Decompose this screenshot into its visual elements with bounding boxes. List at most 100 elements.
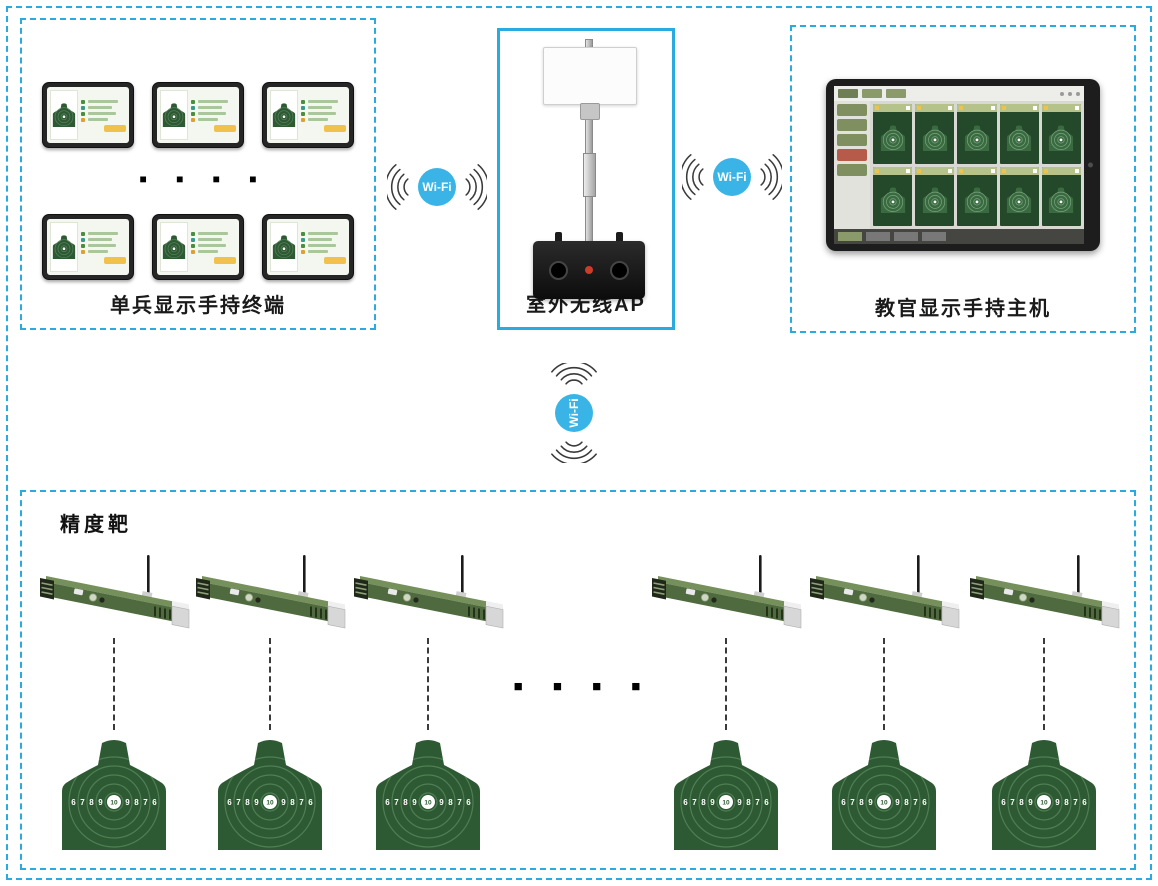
wifi-icon: Wi-Fi [555, 394, 593, 432]
stat-row [190, 117, 236, 122]
mini-target-icon [162, 103, 186, 127]
ring-number: 8 [89, 798, 94, 807]
target-card-header [1041, 104, 1081, 112]
ap-knob [610, 261, 629, 280]
continuation-dots: ■ ■ ■ ■ [513, 678, 641, 695]
wifi-waves-icon [551, 363, 597, 385]
target-card-body [1042, 112, 1081, 164]
precision-target-controller [194, 552, 346, 632]
stat-row [80, 111, 126, 116]
ring-number: 7 [850, 798, 855, 807]
antenna-icon [759, 555, 762, 599]
target-lane-4: 6 7 8 9 9 8 7 6 10 [650, 552, 802, 850]
ring-number: 6 [71, 798, 76, 807]
precision-target-controller [352, 552, 504, 632]
connector-dashed-line [883, 638, 885, 730]
chest-target-graphic: 6 7 8 9 9 8 7 6 10 [62, 740, 166, 850]
ap-base-unit [533, 232, 645, 299]
screen-sidebar [834, 101, 870, 229]
chest-target-graphic: 6 7 8 9 9 8 7 6 10 [376, 740, 480, 850]
instructor-host-group: 教官显示手持主机 [790, 25, 1136, 333]
terminal-stat-list [300, 90, 346, 140]
ring-number: 6 [466, 798, 471, 807]
bullseye-number: 10 [110, 800, 118, 807]
mini-target-icon [922, 125, 947, 151]
wifi-label: Wi-Fi [567, 398, 581, 428]
soldier-box-label: 单兵显示手持终端 [110, 295, 286, 317]
ring-number: 8 [746, 798, 751, 807]
bullseye-number: 10 [266, 800, 274, 807]
tablet-camera-icon [1088, 162, 1093, 168]
target-card-body [915, 112, 954, 164]
mini-target-icon [1049, 187, 1074, 214]
ap-mast-coupler [583, 153, 596, 197]
terminal-action-button [214, 256, 236, 264]
target-card-body [873, 175, 912, 227]
ring-number: 7 [457, 798, 462, 807]
wifi-link-ap-instructor: Wi-Fi [682, 146, 782, 208]
instructor-target-card [999, 166, 1039, 226]
terminal-target-preview [270, 222, 298, 272]
wifi-label: Wi-Fi [717, 170, 747, 184]
ring-number: 9 [1028, 798, 1033, 807]
ring-number: 6 [683, 798, 688, 807]
ring-number: 6 [385, 798, 390, 807]
ring-number: 8 [1019, 798, 1024, 807]
target-card-header [915, 166, 955, 175]
wifi-waves-icon [465, 164, 487, 210]
stat-row [80, 99, 126, 104]
bullseye-number: 10 [722, 800, 730, 807]
terminal-screen [47, 219, 129, 275]
precision-chest-target: 6 7 8 9 9 8 7 6 10 [58, 738, 170, 850]
target-lane-1: 6 7 8 9 9 8 7 6 10 [38, 552, 190, 850]
bullseye-number: 10 [424, 800, 432, 807]
terminal-screen [267, 219, 349, 275]
ring-number: 7 [236, 798, 241, 807]
connector-dashed-line [1043, 638, 1045, 730]
mini-target-icon [964, 187, 990, 214]
terminal-action-button [324, 256, 346, 264]
stat-row [300, 99, 346, 104]
terminal-target-preview [50, 222, 78, 272]
instructor-tablet [826, 79, 1100, 251]
precision-chest-target: 6 7 8 9 9 8 7 6 10 [828, 738, 940, 850]
target-lane-6: 6 7 8 9 9 8 7 6 10 [968, 552, 1120, 850]
chest-target-graphic: 6 7 8 9 9 8 7 6 10 [832, 740, 936, 850]
precision-target-controller [650, 552, 802, 632]
mini-target-icon [272, 235, 296, 259]
precision-chest-target: 6 7 8 9 9 8 7 6 10 [670, 738, 782, 850]
ap-box-label: 室外无线AP [526, 294, 646, 316]
precision-target-zone: 精度靶 [20, 490, 1136, 870]
target-lane-5: 6 7 8 9 9 8 7 6 10 [808, 552, 960, 850]
ring-number: 9 [737, 798, 742, 807]
mini-target-icon [1007, 187, 1032, 214]
instructor-target-card [1041, 166, 1081, 227]
stat-row [300, 105, 346, 110]
target-card-header [999, 104, 1039, 112]
target-card-header [915, 104, 955, 112]
stat-row [190, 99, 236, 104]
terminal-action-button [214, 124, 236, 132]
outdoor-ap-group: 室外无线AP [497, 28, 675, 330]
ring-number: 9 [125, 798, 130, 807]
target-card-body [915, 175, 954, 227]
connector-dashed-line [113, 638, 115, 730]
stat-row [190, 237, 236, 242]
antenna-icon [917, 555, 920, 599]
antenna-connector-icon [555, 232, 562, 241]
ring-number: 8 [134, 798, 139, 807]
ring-number: 6 [764, 798, 769, 807]
wifi-link-ap-targets: Wi-Fi [543, 363, 605, 463]
controller-graphic [196, 555, 346, 629]
soldier-terminal [152, 214, 244, 280]
wifi-waves-icon [387, 164, 409, 210]
ring-number: 6 [227, 798, 232, 807]
controller-graphic [652, 555, 802, 629]
ring-number: 8 [1064, 798, 1069, 807]
instructor-target-card [873, 104, 913, 164]
stat-row [300, 231, 346, 236]
target-card-body [1000, 112, 1039, 164]
target-card-body [1042, 175, 1081, 227]
mini-target-icon [964, 125, 990, 151]
ring-number: 7 [913, 798, 918, 807]
